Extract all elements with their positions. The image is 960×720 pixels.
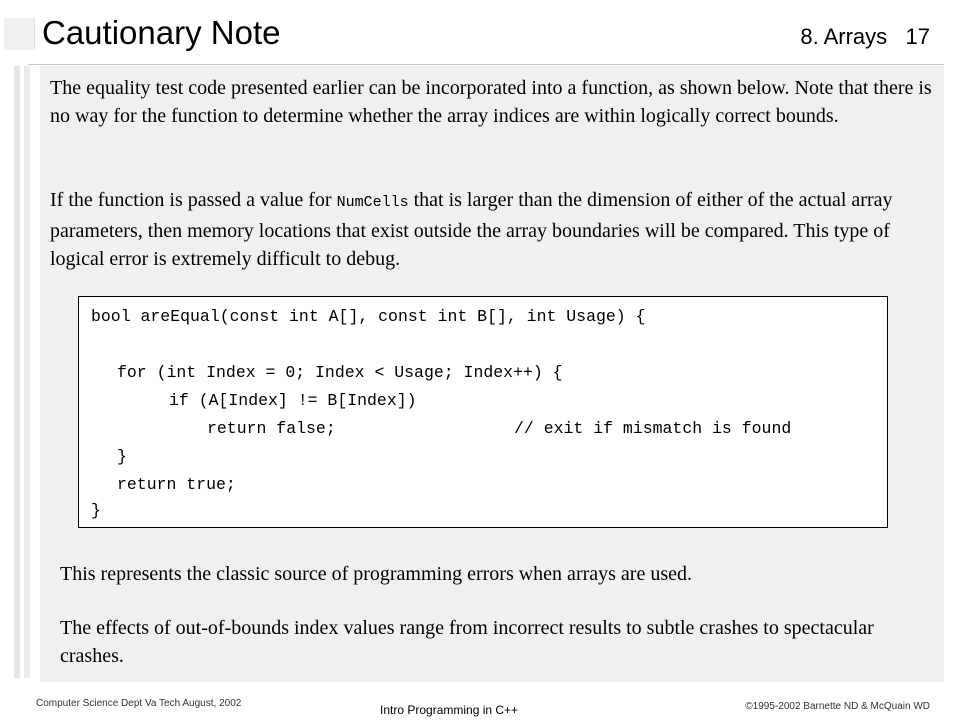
left-margin-bar-inner [24,66,30,678]
code-line-2: for (int Index = 0; Index < Usage; Index… [117,363,563,382]
paragraph-classic-source: This represents the classic source of pr… [60,563,692,585]
left-margin-bar [14,66,20,678]
footer-course: Intro Programming in C++ [380,703,519,717]
paragraph-bounds-start: If the function is passed a value for [50,189,337,211]
footer-copyright: ©1995-2002 Barnette ND & McQuain WD [745,701,930,712]
corner-decoration [4,18,35,50]
code-line-4: return false; [207,419,336,438]
code-block: bool areEqual(const int A[], const int B… [78,296,888,528]
footer-department: Computer Science Dept Va Tech August, 20… [36,698,242,709]
paragraph-effects: The effects of out-of-bounds index value… [60,617,874,667]
paragraph-intro: The equality test code presented earlier… [50,77,932,127]
paragraph-bounds-end: that is larger than the dimension of eit… [50,189,893,270]
code-line-1: bool areEqual(const int A[], const int B… [91,307,646,326]
paragraph-bounds: If the function is passed a value for Nu… [50,186,940,273]
page-number: 17 [905,24,930,49]
code-line-7: } [91,501,101,520]
slide-section: 8. Arrays 17 [800,24,930,50]
code-line-5: } [117,447,127,466]
code-comment: // exit if mismatch is found [514,419,792,438]
section-label: 8. Arrays [800,24,888,49]
title-divider [28,64,944,65]
code-line-6: return true; [117,475,236,494]
code-line-3: if (A[Index] != B[Index]) [169,391,417,410]
inline-code-numcells: NumCells [336,194,409,211]
slide-title: Cautionary Note [42,14,281,51]
